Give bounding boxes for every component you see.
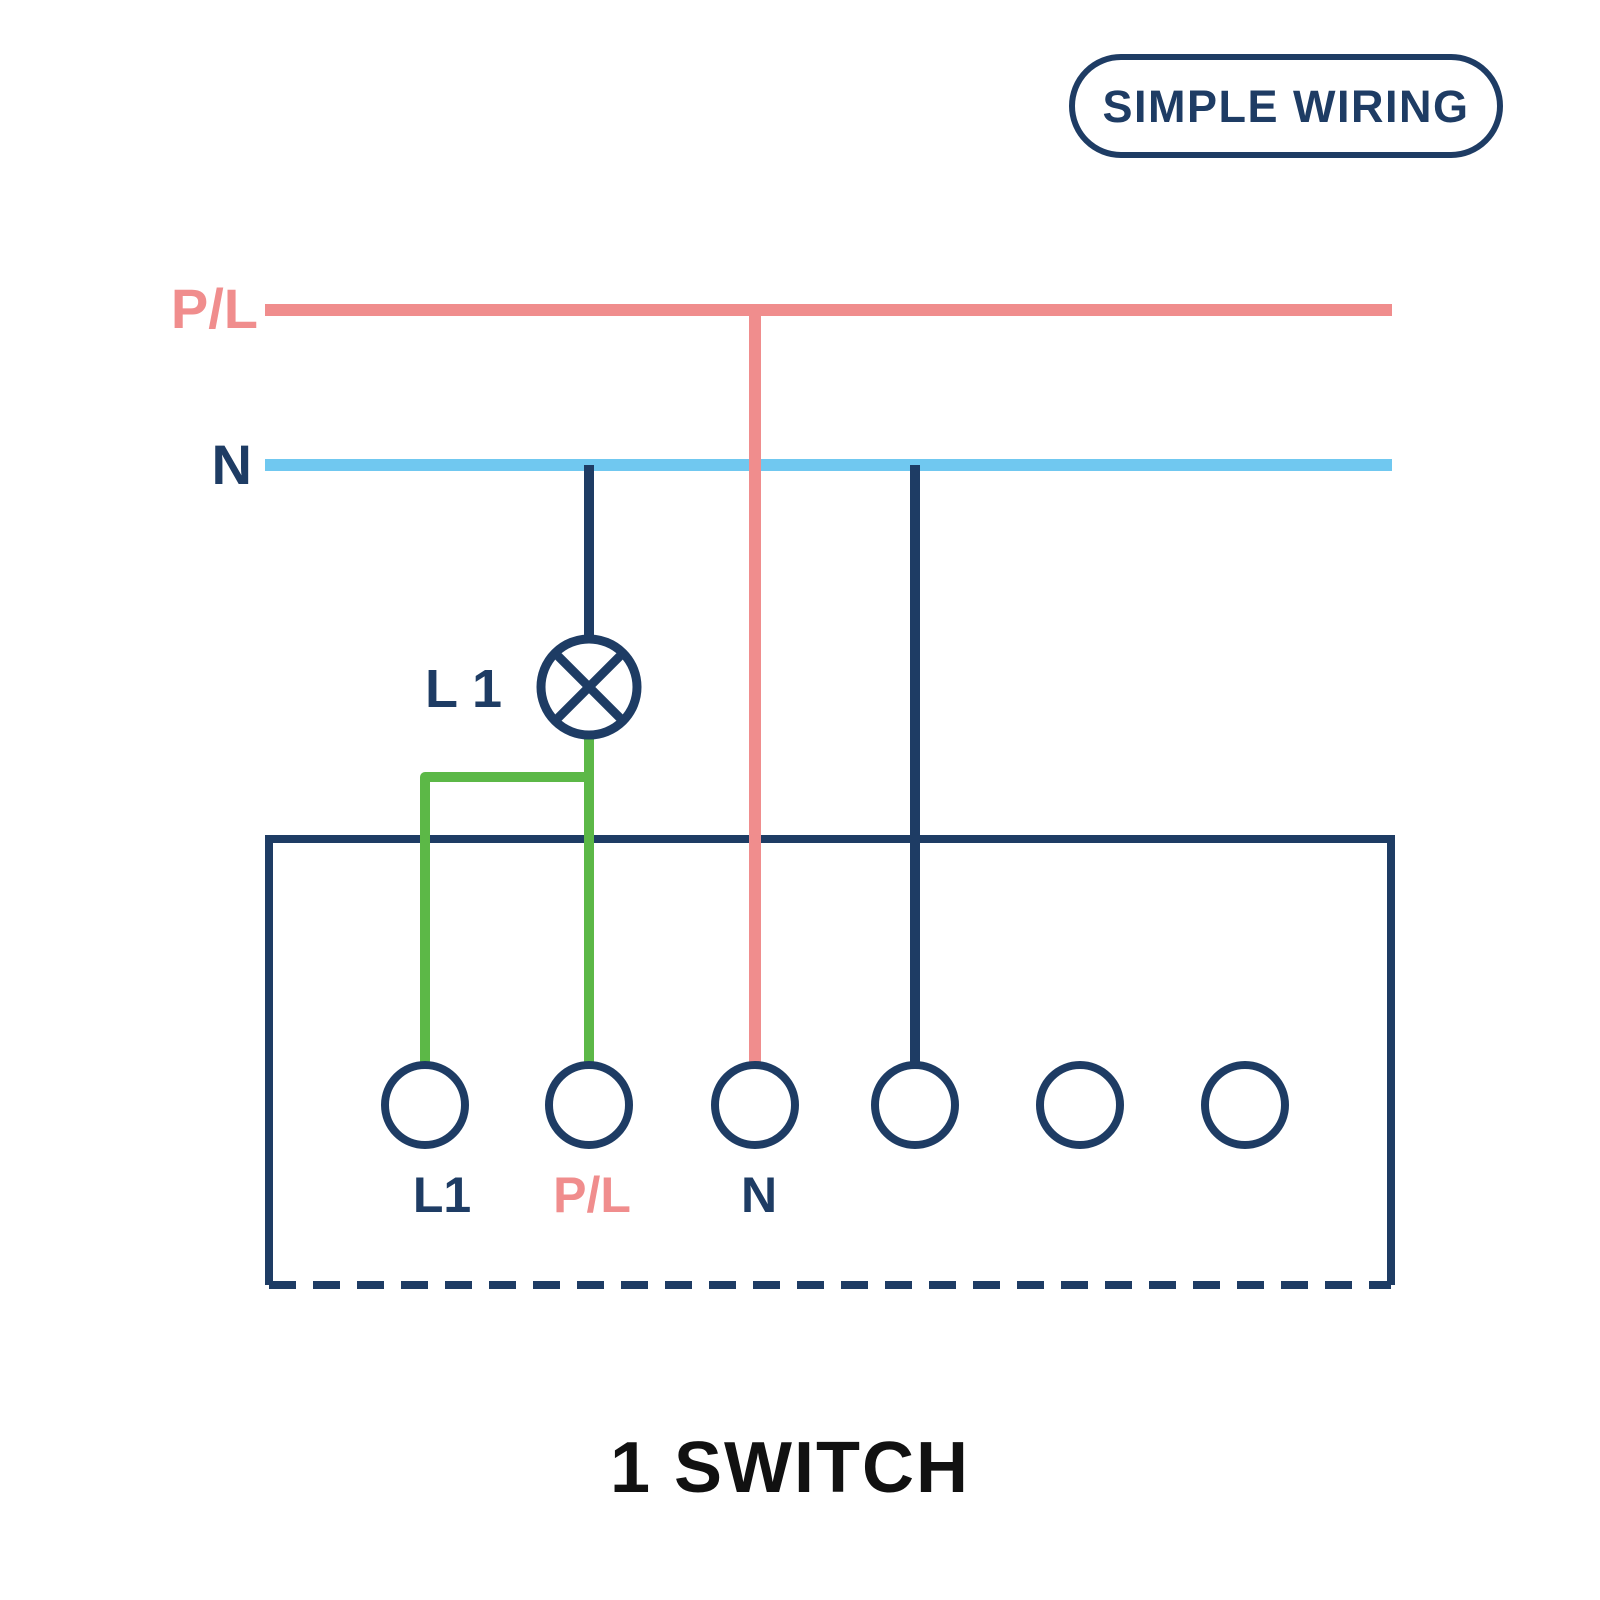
switch-body-outline — [265, 835, 1395, 1285]
terminal-circle-4 — [871, 1061, 959, 1149]
lamp-label: L 1 — [425, 659, 502, 719]
terminal-circle-5 — [1036, 1061, 1124, 1149]
pl-bus-label: P/L — [171, 277, 258, 340]
terminal-circle-6 — [1201, 1061, 1289, 1149]
terminal-label-pl: P/L — [553, 1167, 631, 1223]
terminal-circle-n — [711, 1061, 799, 1149]
lamp-cross-line-2 — [551, 649, 627, 725]
terminal-label-l1: L1 — [413, 1167, 471, 1223]
terminal-label-n: N — [741, 1167, 777, 1223]
badge-outline — [1069, 54, 1503, 158]
badge-label: SIMPLE WIRING — [1103, 81, 1470, 132]
lamp-icon — [536, 634, 642, 740]
green-wire-branch-l1 — [420, 772, 589, 1070]
n-bus-label: N — [212, 433, 252, 496]
diagram-title: 1 SWITCH — [610, 1428, 970, 1508]
terminal-circle-l1 — [381, 1061, 469, 1149]
terminal-circle-pl — [545, 1061, 633, 1149]
